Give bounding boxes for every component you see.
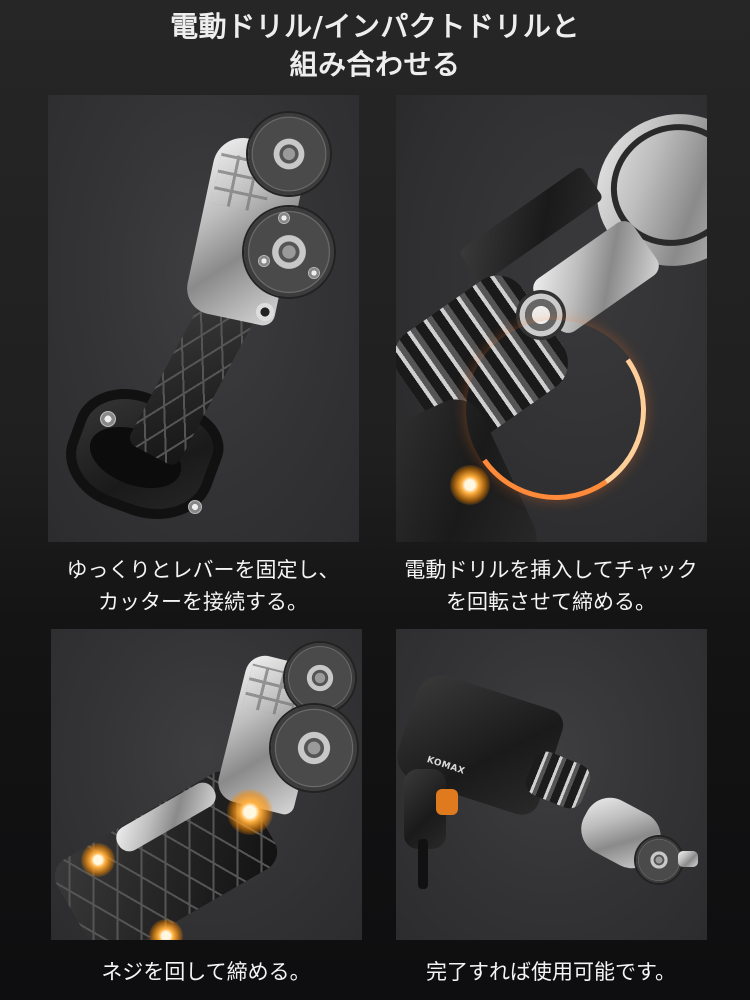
- step-1-image: [48, 95, 359, 542]
- rotation-arrow-head-icon: [450, 465, 490, 505]
- title-line-1: 電動ドリル/インパクトドリルと: [170, 10, 580, 43]
- caption-line: ネジを回して締める。: [101, 960, 311, 984]
- step-3-caption: ネジを回して締める。: [36, 956, 376, 988]
- step-2-image: [396, 95, 707, 542]
- highlighted-screw-icon: [149, 919, 183, 940]
- step-2-caption: 電動ドリルを挿入してチャック を回転させて締める。: [381, 554, 721, 618]
- caption-line: ゆっくりとレバーを固定し、: [66, 558, 340, 582]
- caption-line: 電動ドリルを挿入してチャック: [404, 558, 698, 582]
- caption-line: を回転させて締める。: [446, 590, 656, 614]
- upper-cutter-disc: [285, 643, 355, 713]
- cutter-wheel: [271, 705, 357, 791]
- drill-cord: [418, 839, 428, 889]
- wheel-screw-icon: [308, 267, 320, 279]
- trigger-button: [436, 789, 458, 815]
- step-4-image: KOMAX: [396, 629, 707, 940]
- caption-line: カッターを接続する。: [98, 590, 308, 614]
- step-1-caption: ゆっくりとレバーを固定し、 カッターを接続する。: [33, 554, 373, 618]
- highlighted-screw-icon: [227, 789, 273, 835]
- highlighted-screw-icon: [81, 843, 115, 877]
- clamp-bolt-icon: [100, 411, 116, 427]
- title-line-2: 組み合わせる: [289, 48, 461, 81]
- page-title: 電動ドリル/インパクトドリルと 組み合わせる: [0, 8, 750, 84]
- step-4-caption: 完了すれば使用可能です。: [381, 956, 721, 988]
- clamp-bolt-icon: [188, 500, 202, 514]
- cutter-wheel: [244, 207, 334, 297]
- cutter-wheel: [636, 837, 682, 883]
- drill-chuck-nose: [516, 290, 566, 340]
- upper-cutter-disc: [248, 113, 330, 195]
- lever-pin: [256, 303, 274, 321]
- wheel-screw-icon: [258, 255, 270, 267]
- upper-cutter-bolt: [678, 851, 698, 867]
- step-3-image: [51, 629, 362, 940]
- caption-line: 完了すれば使用可能です。: [426, 960, 676, 984]
- wheel-screw-icon: [278, 212, 290, 224]
